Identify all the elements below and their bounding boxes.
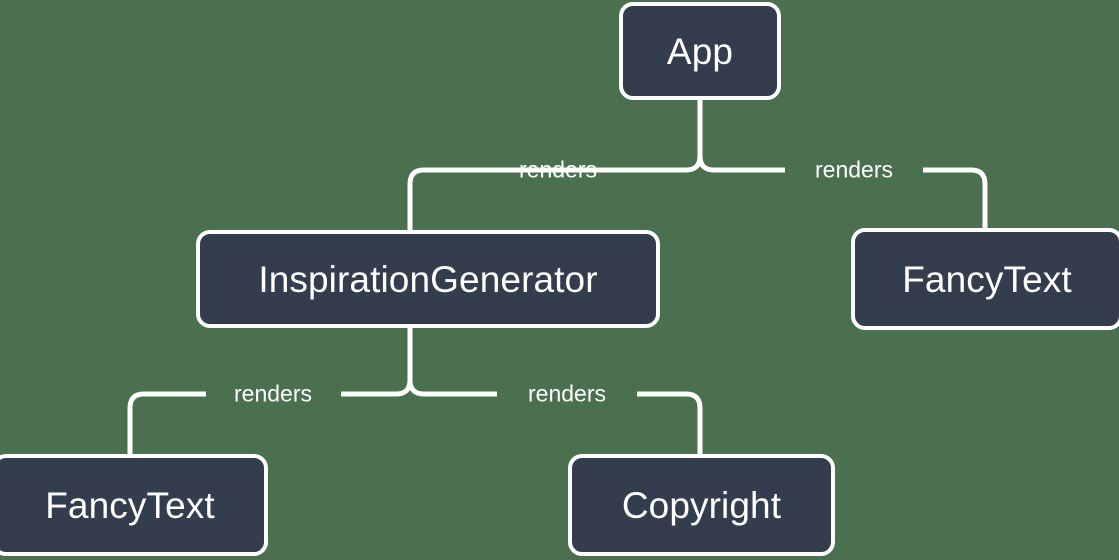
node-fancytext-right[interactable]: FancyText [851,228,1119,330]
node-fancytext-right-label: FancyText [902,258,1072,300]
edge-label-inspiration-to-copyright: renders [528,380,606,407]
edge-app-to-fancytext-right [697,155,988,228]
edge-label-app-to-inspiration: renders [519,156,597,183]
edge-label-inspiration-to-fancytext: renders [234,380,312,407]
node-fancytext-bottom-left-label: FancyText [45,484,215,526]
node-copyright-label: Copyright [621,484,782,526]
node-inspiration-generator[interactable]: InspirationGenerator [196,230,660,328]
node-app[interactable]: App [619,2,781,100]
edge-inspiration-to-copyright [407,379,703,454]
node-app-label: App [666,30,734,72]
edge-label-app-to-fancytext-right: renders [815,156,893,183]
node-inspiration-generator-label: InspirationGenerator [258,258,598,300]
node-copyright[interactable]: Copyright [568,454,835,556]
node-fancytext-bottom-left[interactable]: FancyText [0,454,268,556]
